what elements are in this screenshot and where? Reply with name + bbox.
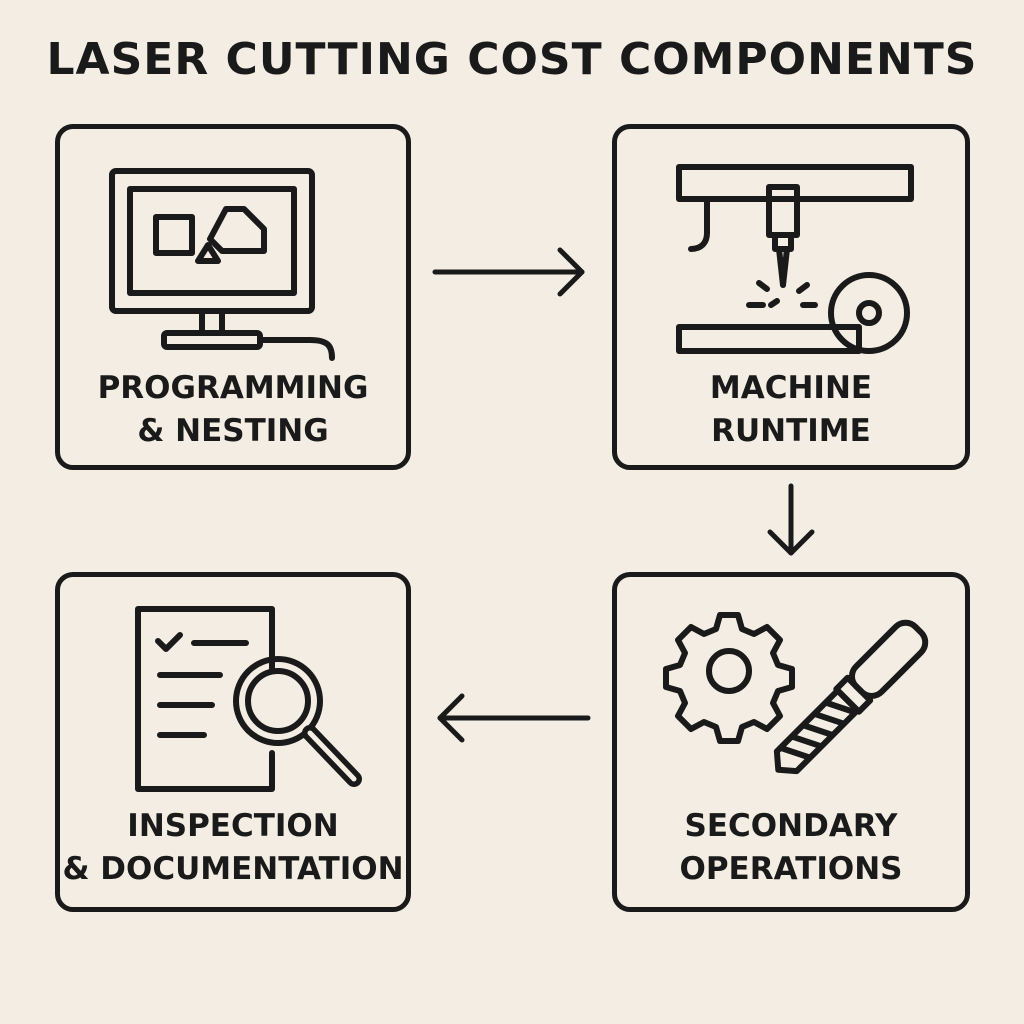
step-programming-nesting: PROGRAMMING & NESTING: [55, 124, 411, 470]
arrow-left: [437, 693, 591, 743]
step-label-line2: & DOCUMENTATION: [62, 851, 404, 887]
arrow-down: [767, 483, 815, 556]
step-label-line2: & NESTING: [137, 413, 329, 449]
step-label-line2: OPERATIONS: [679, 851, 903, 887]
step-label-line1: INSPECTION: [127, 808, 339, 844]
step-secondary-operations: SECONDARY OPERATIONS: [612, 572, 970, 912]
computer-monitor-icon: [109, 168, 335, 361]
document-magnifier-icon: [135, 606, 362, 792]
gear-and-file-tool-icon: [663, 612, 929, 775]
laser-cutter-icon: [676, 164, 914, 354]
arrow-right: [432, 247, 585, 297]
step-machine-runtime: MACHINE RUNTIME: [612, 124, 970, 470]
step-label-line1: PROGRAMMING: [97, 370, 369, 406]
step-label-line1: SECONDARY: [684, 808, 898, 844]
diagram-title: LASER CUTTING COST COMPONENTS: [46, 34, 978, 85]
step-label-line2: RUNTIME: [711, 413, 871, 449]
step-label-line1: MACHINE: [709, 370, 873, 406]
step-inspection-documentation: INSPECTION & DOCUMENTATION: [55, 572, 411, 912]
